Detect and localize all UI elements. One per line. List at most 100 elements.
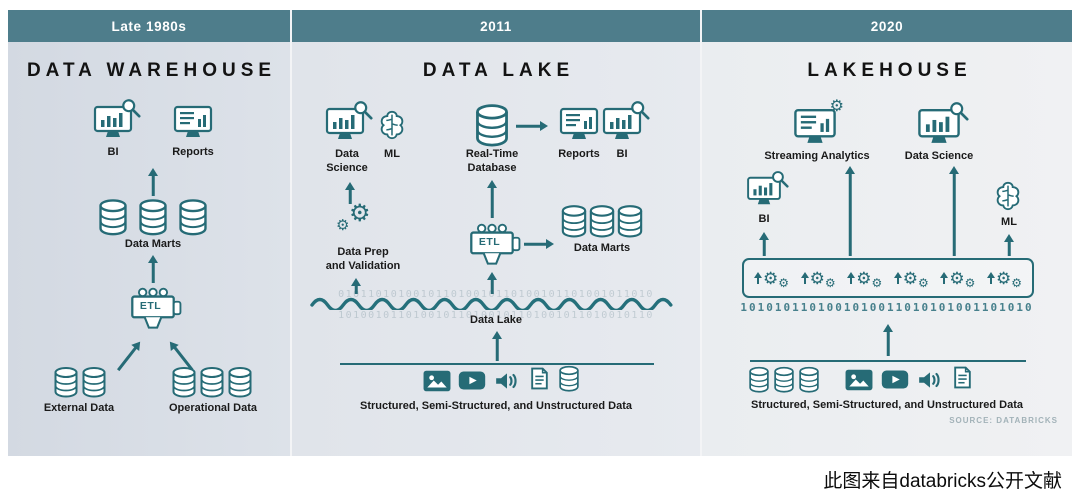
database-cylinder-icon xyxy=(748,366,770,393)
lakehouse-engine-bar: ⚙⚙ ⚙⚙ ⚙⚙ ⚙⚙ ⚙⚙ ⚙⚙ xyxy=(742,258,1034,298)
mini-up-arrow-icon xyxy=(801,272,809,285)
video-file-icon xyxy=(881,370,909,389)
magnifier-icon xyxy=(771,170,789,188)
realtime-database-label: Real-Time Database xyxy=(465,148,519,174)
gear-icon: ⚙ xyxy=(995,268,1012,288)
mini-up-arrow-icon xyxy=(894,272,902,285)
audio-file-icon xyxy=(917,369,943,391)
operational-data-label: Operational Data xyxy=(168,402,258,414)
monitor-report-icon xyxy=(173,105,213,139)
gear-icon: ⚙ xyxy=(871,276,883,290)
gear-icon: ⚙ xyxy=(829,98,844,115)
panel-data-lake: 2011 DATA LAKE Data Science ML Real-Time… xyxy=(290,10,700,456)
era-label: 2020 xyxy=(702,10,1072,42)
gear-cluster: ⚙⚙ xyxy=(754,262,789,294)
tall-up-arrow-icon xyxy=(844,166,856,256)
image-file-icon xyxy=(423,370,451,392)
etl-machine-icon: ETL xyxy=(124,286,182,332)
magnifier-icon xyxy=(353,100,373,120)
binary-digits: 1010010110100101101001011010010110100101… xyxy=(338,310,654,321)
reports-icon xyxy=(559,107,599,141)
database-cylinder-icon xyxy=(177,198,209,236)
ml-brain-icon xyxy=(992,180,1024,212)
monitor-report-icon xyxy=(559,107,599,141)
gear-cluster: ⚙⚙ xyxy=(801,262,836,294)
etl-label: ETL xyxy=(139,300,162,312)
ml-label: ML xyxy=(1001,216,1017,228)
panel-lakehouse: 2020 LAKEHOUSE ⚙ Streaming Analytics Dat… xyxy=(700,10,1072,456)
ml-label: ML xyxy=(384,148,400,160)
panel-title: DATA WAREHOUSE xyxy=(26,60,277,81)
data-lake-wave-icon xyxy=(310,297,673,310)
era-label: Late 1980s xyxy=(8,10,290,42)
collector-line xyxy=(340,363,654,365)
data-science-icon xyxy=(325,107,365,141)
gear-icon: ⚙ xyxy=(778,276,790,290)
diagonal-up-arrow-icon xyxy=(113,338,145,374)
up-arrow-icon xyxy=(1003,234,1015,256)
bi-icon xyxy=(602,107,642,141)
realtime-database-icon xyxy=(474,102,510,148)
database-cylinder-icon xyxy=(81,366,107,398)
database-cylinder-icon xyxy=(97,198,129,236)
bi-icon xyxy=(746,176,782,206)
magnifier-icon xyxy=(121,98,141,118)
structured-data-label: Structured, Semi-Structured, and Unstruc… xyxy=(360,400,632,412)
database-cylinder-icon xyxy=(199,366,225,398)
gear-cluster: ⚙⚙ xyxy=(847,262,882,294)
gears-icon: ⚙ ⚙ xyxy=(336,200,380,242)
data-marts-label: Data Marts xyxy=(573,242,631,254)
etl-label: ETL xyxy=(478,236,501,248)
audio-file-icon xyxy=(494,370,520,392)
reports-label: Reports xyxy=(558,148,600,160)
database-cylinder-icon xyxy=(171,366,197,398)
gear-icon: ⚙ xyxy=(964,276,976,290)
chinese-caption: 此图来自databricks公开文献 xyxy=(823,471,1062,492)
tall-up-arrow-icon xyxy=(948,166,960,256)
up-arrow-icon xyxy=(147,168,159,196)
mini-up-arrow-icon xyxy=(754,272,762,285)
video-file-icon xyxy=(458,371,486,390)
database-cylinder-icon xyxy=(227,366,253,398)
up-arrow-icon xyxy=(758,232,770,256)
bi-label: BI xyxy=(616,148,628,160)
data-lake-label: Data Lake xyxy=(470,314,522,326)
database-cylinder-icon xyxy=(798,366,820,393)
gear-cluster: ⚙⚙ xyxy=(894,262,929,294)
streaming-analytics-label: Streaming Analytics xyxy=(764,150,870,162)
database-cylinder-icon xyxy=(616,204,644,238)
up-arrow-icon xyxy=(491,331,503,361)
binary-digits: 0101101010010110100101101001011010010110… xyxy=(338,289,654,300)
data-prep-label: Data Prep and Validation xyxy=(325,246,401,272)
gear-icon: ⚙ xyxy=(809,268,825,288)
bi-label: BI xyxy=(758,213,770,225)
reports-icon xyxy=(173,105,213,139)
right-arrow-icon xyxy=(524,238,554,250)
database-cylinder-icon xyxy=(137,198,169,236)
document-file-icon xyxy=(530,367,549,390)
gear-icon: ⚙ xyxy=(824,276,836,290)
database-cylinder-icon xyxy=(773,366,795,393)
bi-icon xyxy=(93,105,133,139)
right-arrow-icon xyxy=(516,120,548,132)
data-science-label: Data Science xyxy=(326,148,368,174)
reports-label: Reports xyxy=(172,146,214,158)
database-cylinder-icon xyxy=(53,366,79,398)
panel-title: DATA LAKE xyxy=(422,60,575,81)
gear-cluster: ⚙⚙ xyxy=(940,262,975,294)
gear-icon: ⚙ xyxy=(336,217,350,234)
database-cylinder-icon xyxy=(560,204,588,238)
up-arrow-icon xyxy=(882,324,894,356)
up-arrow-icon xyxy=(486,180,498,218)
magnifier-icon xyxy=(630,100,650,120)
source-credit: SOURCE: DATABRICKS xyxy=(949,416,1058,425)
gear-icon: ⚙ xyxy=(349,200,371,227)
external-data-label: External Data xyxy=(43,402,115,414)
etl-machine-icon: ETL xyxy=(463,222,521,268)
mini-up-arrow-icon xyxy=(987,272,995,285)
magnifier-icon xyxy=(949,101,969,121)
collector-line xyxy=(750,360,1026,362)
binary-digits: 1010101101001010011010101001101010 xyxy=(740,301,1034,314)
ml-brain-icon xyxy=(376,109,408,141)
